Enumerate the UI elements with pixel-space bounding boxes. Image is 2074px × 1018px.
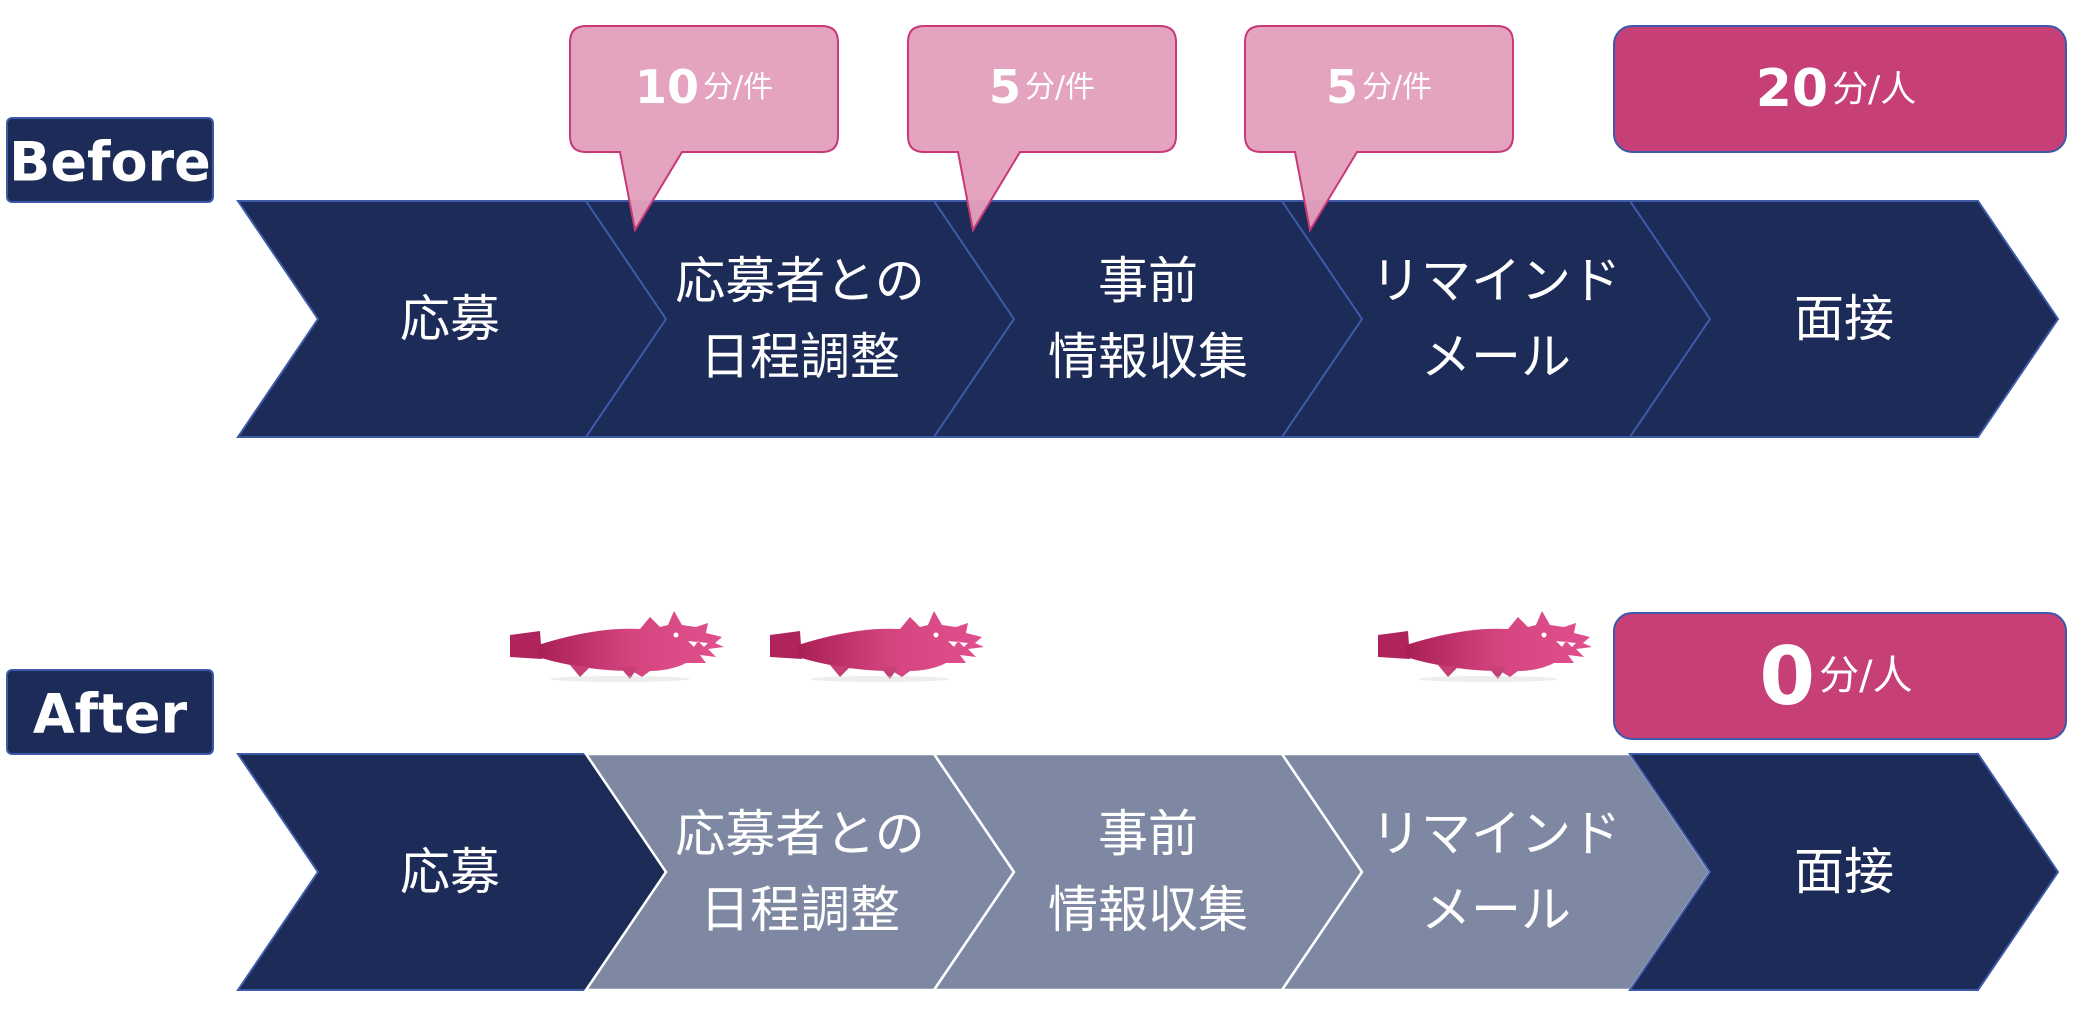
chevron-shape (1628, 200, 2060, 438)
step-label: 日程調整 (700, 881, 900, 939)
process-step: 面接 (1628, 753, 2060, 991)
step-label: 面接 (1794, 290, 1894, 348)
value-unit: 分/人 (1832, 69, 1916, 110)
after-label-box: After (6, 669, 214, 755)
value-number: 5 (989, 60, 1021, 114)
value-unit: 分/件 (1025, 70, 1095, 105)
value-number: 20 (1756, 59, 1828, 119)
step-label: 面接 (1794, 843, 1894, 901)
step-label: メール (1421, 328, 1571, 386)
value-unit: 分/件 (1362, 70, 1432, 105)
before-label-box: Before (6, 117, 214, 203)
chevron-shape (1628, 753, 2060, 991)
process-step: 応募 (236, 200, 668, 438)
after-automation-mascots (510, 611, 1592, 697)
step-label: 情報収集 (1048, 328, 1248, 386)
row-label: After (33, 683, 188, 746)
step-label: 日程調整 (700, 328, 900, 386)
step-label: メール (1421, 881, 1571, 939)
row-label: Before (9, 131, 211, 194)
value-number: 10 (635, 60, 699, 114)
step-label: リマインド (1371, 805, 1621, 863)
value-number: 5 (1326, 60, 1358, 114)
step-label: 応募 (400, 290, 500, 348)
step-label: 応募者との (675, 252, 925, 310)
step-label: 事前 (1098, 805, 1198, 863)
step-label: 応募 (400, 843, 500, 901)
step-label: 情報収集 (1048, 881, 1248, 939)
step-label: リマインド (1371, 252, 1621, 310)
step-label: 応募者との (675, 805, 925, 863)
value-unit: 分/件 (703, 70, 773, 105)
step-label: 事前 (1098, 252, 1198, 310)
value-number: 0 (1759, 630, 1815, 723)
process-step: 応募 (236, 753, 668, 991)
process-step: 面接 (1628, 200, 2060, 438)
value-unit: 分/人 (1819, 653, 1912, 699)
